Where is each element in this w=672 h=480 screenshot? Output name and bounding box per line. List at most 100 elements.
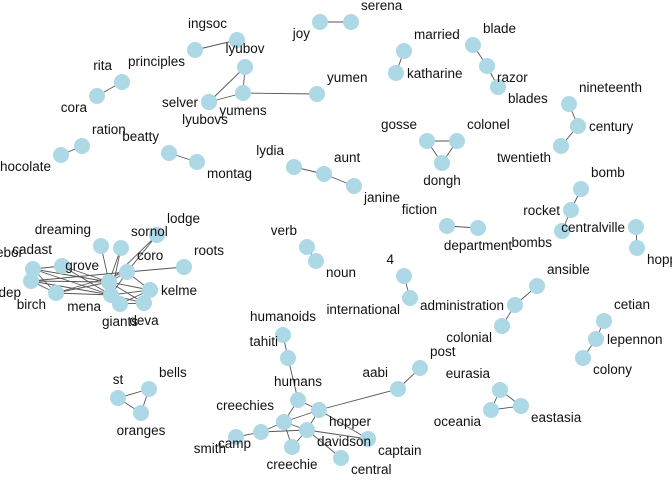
node-captain (360, 431, 376, 447)
node-label-deva: deva (129, 313, 159, 328)
node-ansible (529, 278, 545, 294)
node-blade (465, 37, 481, 53)
node-label-cora: cora (61, 100, 88, 115)
node-label-married: married (414, 27, 460, 42)
edge-hopper-captain (318, 409, 369, 440)
node-st (110, 390, 126, 406)
node-aunt (316, 166, 332, 182)
node-administration (507, 297, 523, 313)
node-ebor (25, 261, 41, 277)
node-nineteenth (561, 96, 577, 112)
node-international (402, 290, 418, 306)
edge-yumens-yumen (242, 92, 318, 95)
node-label-serena: serena (361, 0, 403, 13)
node-razor (479, 58, 495, 74)
node-humanoids (275, 327, 291, 343)
edge-davidson-captain (306, 429, 369, 440)
node-creechie (284, 439, 300, 455)
node-label-captain: captain (378, 443, 422, 458)
node-cetian (596, 313, 612, 329)
node-colonel (449, 133, 465, 149)
node-gosse (419, 133, 435, 149)
node-dendep (23, 273, 39, 289)
edge-ebor-mena (32, 268, 112, 296)
node-label-centralville: centralville (561, 220, 625, 235)
node-lyubov (237, 59, 253, 75)
node-label-tahiti: tahiti (249, 334, 278, 349)
node-tahiti (280, 350, 296, 366)
node-bomb (573, 181, 589, 197)
node-yumen (309, 86, 325, 102)
node-century (570, 118, 586, 134)
node-label-st: st (113, 372, 124, 387)
node-hopper (311, 402, 327, 418)
node-coro (119, 264, 135, 280)
node-label-department: department (444, 238, 513, 253)
node-post (412, 360, 428, 376)
node-label-colonel: colonel (467, 117, 510, 132)
node-label-ration: ration (92, 122, 126, 137)
node-label-international: international (326, 302, 400, 317)
node-dreaming (93, 238, 109, 254)
node-label-aunt: aunt (334, 150, 361, 165)
node-rocket (563, 202, 579, 218)
node-label-administration: administration (420, 298, 504, 313)
node-oranges (133, 405, 149, 421)
node-label-bomb: bomb (591, 165, 625, 180)
node-label-principles: principles (128, 54, 185, 69)
node-lepennon (588, 331, 604, 347)
node-label-blade: blade (483, 21, 516, 36)
edge-lyubov-selver (208, 66, 246, 103)
node-label-colony: colony (593, 362, 632, 377)
node-smith (228, 429, 244, 445)
node-lyubovs (201, 94, 217, 110)
node-yumens (235, 85, 251, 101)
node-centralville (628, 219, 644, 235)
node-central (333, 450, 349, 466)
node-label-dendep: dendep (0, 285, 21, 300)
node-fiction (439, 218, 455, 234)
node-label-lodge: lodge (167, 211, 200, 226)
node-katharine (388, 65, 404, 81)
node-label-verb: verb (271, 223, 297, 238)
node-noun (308, 253, 324, 269)
node-label-creechies: creechies (216, 398, 274, 413)
node-label-oranges: oranges (117, 423, 166, 438)
edge-coro-birch (55, 271, 128, 294)
node-label-gosse: gosse (381, 117, 417, 132)
node-department (470, 220, 486, 236)
node-label-rocket: rocket (523, 203, 560, 218)
node-aabi (390, 381, 406, 397)
node-4 (396, 268, 412, 284)
node-label-cadast: cadast (12, 242, 52, 257)
node-label-yumen: yumen (327, 70, 368, 85)
node-label-yumens: yumens (219, 103, 267, 118)
node-label-colonial: colonial (446, 330, 492, 345)
node-label-montag: montag (207, 166, 252, 181)
node-label-davidson: davidson (317, 434, 371, 449)
node-camp (253, 424, 269, 440)
node-label-noun: noun (326, 265, 356, 280)
node-label-sornol: sornol (131, 224, 168, 239)
edge-coro-roots (126, 266, 185, 273)
node-label-camp: camp (218, 436, 251, 451)
edge-dendep-grove (30, 280, 110, 283)
node-label-ansible: ansible (547, 262, 590, 277)
node-label-grove: grove (65, 258, 99, 273)
node-davidson (299, 422, 315, 438)
node-label-cetian: cetian (614, 297, 650, 312)
node-label-roots: roots (194, 243, 224, 258)
node-cadast (54, 258, 70, 274)
node-eurasia (492, 382, 508, 398)
node-colonial (494, 318, 510, 334)
node-label-lyubov: lyubov (225, 41, 264, 56)
node-lodge (149, 227, 165, 243)
node-label-bombs: bombs (511, 235, 552, 250)
node-label-post: post (430, 344, 456, 359)
node-label-coro: coro (137, 248, 163, 263)
node-label-lydia: lydia (256, 143, 284, 158)
node-label-oceania: oceania (434, 414, 482, 429)
node-label-kelme: kelme (161, 283, 197, 298)
